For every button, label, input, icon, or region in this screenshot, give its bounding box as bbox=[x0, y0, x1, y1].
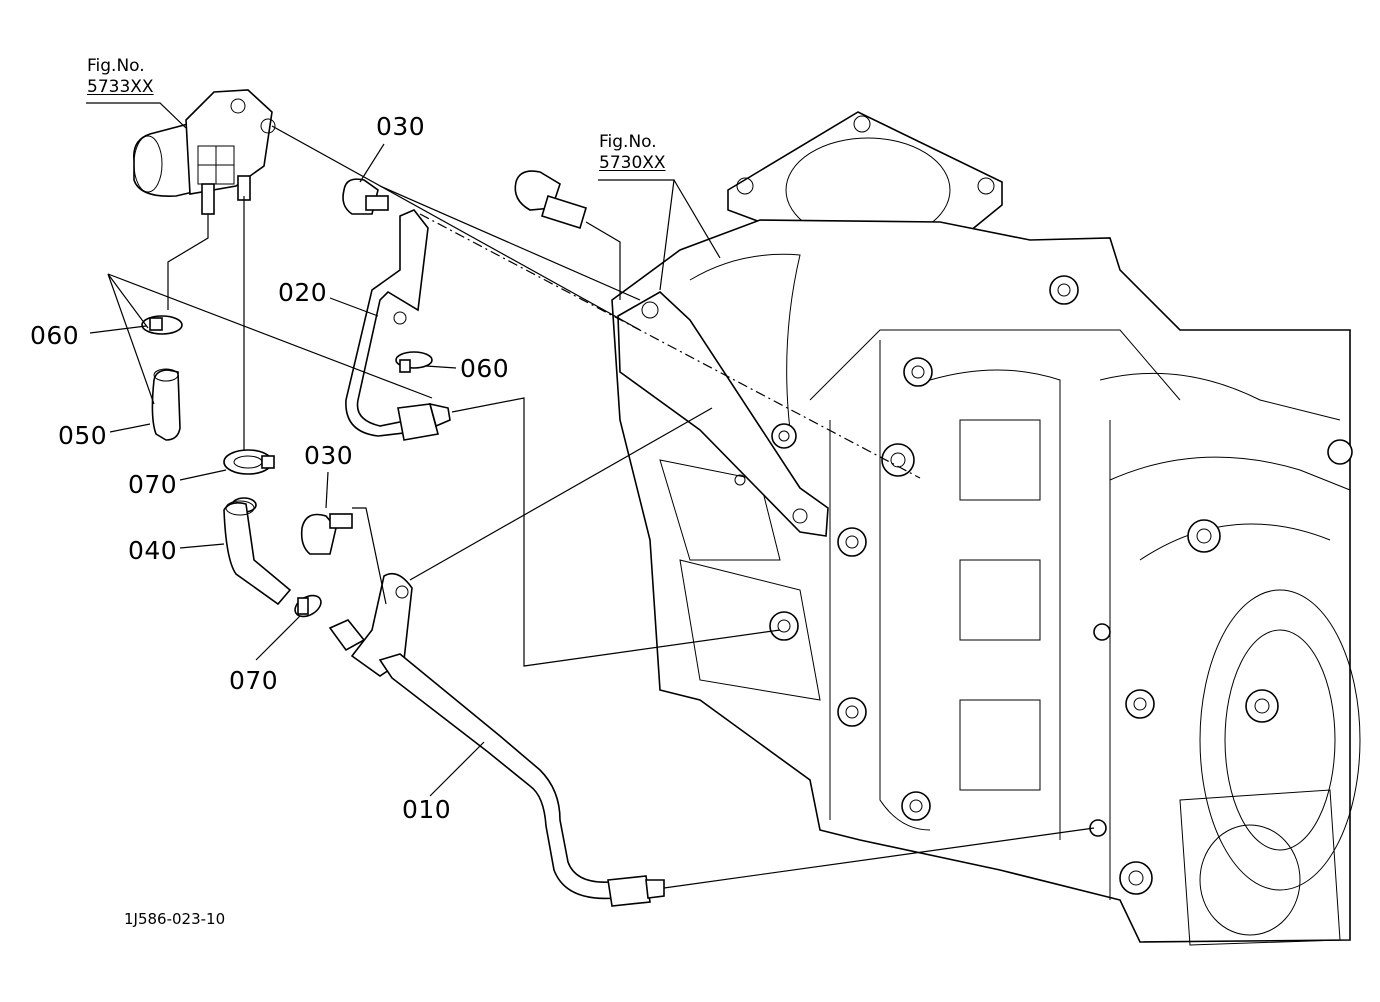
drawing-code: 1J586-023-10 bbox=[124, 910, 226, 928]
callout-070-upper[interactable]: 070 bbox=[128, 470, 178, 499]
callout-060-right[interactable]: 060 bbox=[460, 354, 510, 383]
callout-020[interactable]: 020 bbox=[278, 278, 328, 307]
callout-060-left[interactable]: 060 bbox=[30, 321, 80, 350]
figure-ref-5733[interactable]: Fig.No. 5733XX bbox=[87, 58, 154, 96]
figure-ref-5730-label: Fig.No. bbox=[599, 132, 657, 152]
figure-ref-5730[interactable]: Fig.No. 5730XX bbox=[599, 134, 666, 172]
callout-070-lower[interactable]: 070 bbox=[229, 666, 279, 695]
figure-ref-5733-label: Fig.No. bbox=[87, 56, 145, 76]
callout-030-upper[interactable]: 030 bbox=[376, 112, 426, 141]
engine-block-illustration bbox=[514, 111, 1361, 946]
callout-030-lower[interactable]: 030 bbox=[304, 441, 354, 470]
figure-ref-5730-number: 5730XX bbox=[599, 153, 666, 173]
leader-lines bbox=[86, 102, 1095, 889]
figure-ref-5733-number: 5733XX bbox=[87, 77, 154, 97]
callout-050[interactable]: 050 bbox=[58, 421, 108, 450]
callout-010[interactable]: 010 bbox=[402, 795, 452, 824]
callout-040[interactable]: 040 bbox=[128, 536, 178, 565]
pressure-sensor-illustration bbox=[133, 89, 276, 215]
hose-clip-illustrations bbox=[141, 178, 665, 907]
